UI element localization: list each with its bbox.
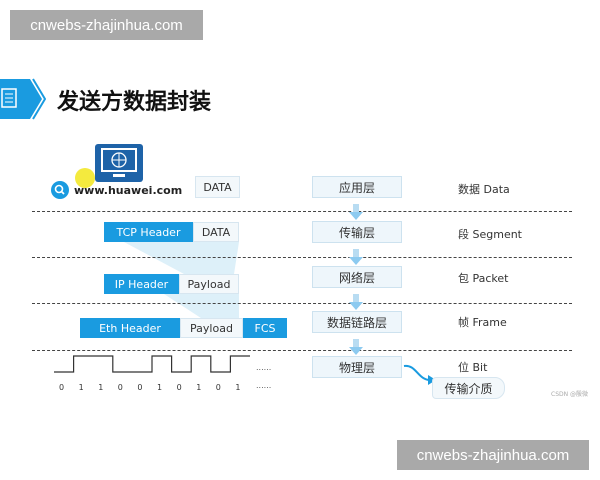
credit-text: CSDN @殷微 bbox=[551, 391, 589, 398]
bit-label: 0 bbox=[215, 383, 221, 392]
down-arrow-icon bbox=[349, 294, 363, 310]
layer-transport: 传输层 bbox=[312, 221, 402, 243]
layer-physical: 物理层 bbox=[312, 356, 402, 378]
bit-label: 0 bbox=[117, 383, 123, 392]
cursor-highlight bbox=[75, 168, 95, 188]
pdu-packet: 包 Packet bbox=[458, 272, 509, 285]
bit-label: 1 bbox=[78, 383, 84, 392]
computer-icon bbox=[95, 144, 143, 182]
layer-divider bbox=[32, 303, 572, 304]
url-text: www.huawei.com bbox=[74, 184, 183, 197]
pdu-data: 数据 Data bbox=[458, 183, 510, 196]
bit-label: 0 bbox=[59, 383, 65, 392]
layer-divider bbox=[32, 211, 572, 212]
bits-ellipsis: ...... bbox=[256, 381, 272, 390]
down-arrow-icon bbox=[349, 249, 363, 265]
bit-label: 0 bbox=[176, 383, 182, 392]
tcp-data-block: DATA bbox=[193, 222, 239, 242]
layer-divider bbox=[32, 350, 572, 351]
watermark-bottom: cnwebs-zhajinhua.com bbox=[397, 440, 589, 470]
pdu-segment: 段 Segment bbox=[458, 228, 522, 241]
bit-label: 1 bbox=[196, 383, 202, 392]
page-title: 发送方数据封装 bbox=[57, 90, 212, 115]
bit-label: 1 bbox=[98, 383, 104, 392]
waveform-ellipsis: ...... bbox=[256, 363, 272, 372]
ip-header-block: IP Header bbox=[104, 274, 179, 294]
encapsulation-funnel bbox=[124, 242, 239, 320]
transmission-medium: 传输介质 bbox=[432, 377, 505, 399]
pdu-frame: 帧 Frame bbox=[458, 316, 507, 329]
layer-application: 应用层 bbox=[312, 176, 402, 198]
document-icon bbox=[0, 78, 46, 120]
eth-header-block: Eth Header bbox=[80, 318, 180, 338]
layer-divider bbox=[32, 257, 572, 258]
ip-payload-block: Payload bbox=[179, 274, 239, 294]
bit-label: 1 bbox=[235, 383, 241, 392]
app-data-block: DATA bbox=[195, 176, 240, 198]
tcp-header-block: TCP Header bbox=[104, 222, 193, 242]
layer-datalink: 数据链路层 bbox=[312, 311, 402, 333]
bit-waveform bbox=[54, 355, 250, 373]
down-arrow-icon bbox=[349, 204, 363, 220]
bit-label: 0 bbox=[137, 383, 143, 392]
waveform-line bbox=[54, 355, 250, 373]
bit-label: 1 bbox=[157, 383, 163, 392]
layer-network: 网络层 bbox=[312, 266, 402, 288]
search-icon bbox=[51, 181, 69, 199]
pdu-bit: 位 Bit bbox=[458, 361, 488, 374]
eth-payload-block: Payload bbox=[180, 318, 243, 338]
watermark-top: cnwebs-zhajinhua.com bbox=[10, 10, 203, 40]
fcs-block: FCS bbox=[243, 318, 287, 338]
down-arrow-icon bbox=[349, 339, 363, 355]
